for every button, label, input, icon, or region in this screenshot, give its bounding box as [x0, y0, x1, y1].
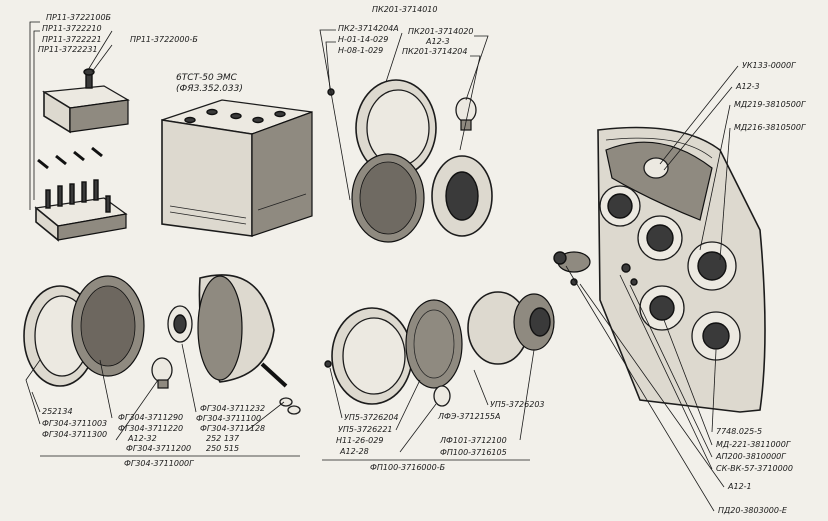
panel-label-t2: А12-3: [735, 82, 760, 91]
side-lamp-label-l3: Н-08-1-029: [338, 46, 383, 55]
fuse-label-1: ПР11-3722100Б: [46, 13, 112, 22]
panel-hood: [605, 141, 713, 221]
fuse-label-3: ПР11-3722221: [42, 35, 102, 44]
side-lamp-assembly: ПК201-3714010 ПК2-3714204А Н-01-14-029 Н…: [319, 5, 493, 243]
headlamp-label-r2: ФГ304-3711100: [196, 414, 261, 423]
panel-label-t3: МД219-3810500Г: [734, 100, 806, 109]
side-lamp-labels: ПК201-3714010 ПК2-3714204А Н-01-14-029 Н…: [338, 5, 473, 56]
panel-lamp: [643, 157, 669, 179]
side-lamp-assembly-label: ПК201-3714010: [372, 5, 437, 14]
headlamp-housing: [197, 274, 288, 388]
battery-spec: (ФЯЗ.352.033): [176, 84, 243, 94]
side-lamp-label-l2: Н-01-14-029: [338, 35, 388, 44]
side-lamp-label-r1: ПК201-3714020: [408, 27, 473, 36]
rear-lamp-label-r2: ЛФЭ-3712155А: [437, 412, 500, 421]
rear-lamp-label-l2: УП5-3726221: [338, 425, 393, 434]
rear-lamp-leaders: [322, 349, 535, 461]
panel-label-b6: ПД20-3803000-Е: [718, 506, 788, 515]
panel-label-t4: МД216-3810500Г: [734, 123, 806, 132]
rear-lamp-label-l1: УП5-3726204: [344, 413, 399, 422]
panel-labels: УК133-0000Г А12-3 МД219-3810500Г МД216-3…: [715, 61, 806, 515]
side-lamp-leaders: [319, 29, 489, 201]
fuse-block-labels: ПР11-3722100Б ПР11-3722210 ПР11-3722221 …: [38, 13, 198, 54]
headlamp-label-r4: 252 137: [206, 434, 240, 443]
rear-lamp-label-l4: А12-28: [339, 447, 369, 456]
fuse-label-4: ПР11-3722231: [38, 45, 98, 54]
rear-lamp-assembly-label: ФП100-3716000-Б: [370, 463, 446, 472]
headlamp-bulb: [151, 357, 173, 389]
side-lamp-rim: [355, 79, 437, 177]
headlamp-nut-2: [287, 405, 301, 415]
headlamp-label-l1: 252134: [42, 407, 73, 416]
gauge-1: [599, 185, 641, 227]
headlamp-label-m2: ФГ304-3711220: [118, 424, 183, 433]
fuse-block-assembly: ПР11-3722100Б ПР11-3722210 ПР11-3722221 …: [29, 13, 198, 242]
side-lamp-label-r2: А12-3: [425, 37, 450, 46]
headlamp-leaders: [25, 343, 300, 457]
headlamp-label-m3: А12-32: [127, 434, 157, 443]
side-lamp-housing: [431, 155, 493, 237]
rear-lamp-label-l3: Н11-26-029: [336, 436, 383, 445]
rear-lamp-housing: [467, 291, 555, 365]
panel-switch-1: [621, 263, 631, 273]
fuse-block-base: [34, 179, 128, 242]
rear-lamp-label-r3: ЛФ101-3712100: [439, 436, 507, 445]
battery-assembly: 6ТСТ-50 ЭМС (ФЯЗ.352.033): [161, 73, 313, 237]
battery-body: [161, 99, 313, 237]
gauge-2: [637, 215, 683, 261]
headlamp-label-r5: 250 515: [206, 444, 239, 453]
rear-lamp-label-r4: ФП100-3716105: [440, 448, 507, 457]
headlamp-label-l2: ФГ304-3711003: [42, 419, 107, 428]
ignition-switch: [553, 251, 591, 273]
fuse-label-2: ПР11-3722210: [42, 24, 102, 33]
rear-lamp-lens: [405, 299, 463, 389]
headlamp-label-r1: ФГ304-3711232: [200, 404, 265, 413]
rear-lamp-rim: [331, 307, 413, 405]
panel-label-b1: 7748.025-5: [716, 427, 762, 436]
rear-lamp-assembly: УП5-3726204 УП5-3726221 Н11-26-029 А12-2…: [322, 291, 555, 472]
headlamp-assembly-label: ФГ304-3711000Г: [124, 459, 194, 468]
gauge-5: [691, 311, 741, 361]
panel-label-b3: АП200-3810000Г: [715, 452, 786, 461]
headlamp-labels: 252134 ФГ304-3711003 ФГ304-3711300 ФГ304…: [42, 404, 265, 468]
headlamp-label-r3: ФГ304-3711128: [200, 424, 265, 433]
battery-labels: 6ТСТ-50 ЭМС (ФЯЗ.352.033): [176, 73, 243, 94]
panel-label-b2: МД-221-3811000Г: [716, 440, 791, 449]
side-lamp-bulb: [455, 97, 477, 131]
gauge-3: [687, 241, 737, 291]
side-lamp-lens: [351, 153, 425, 243]
fuse-leader-lines: [29, 21, 113, 210]
panel-label-b4: СК-ВК-57-3710000: [716, 464, 793, 473]
fuse-block-cover: [42, 68, 130, 134]
fuse-block-assembly-label: ПР11-3722000-Б: [130, 35, 198, 44]
rear-lamp-labels: УП5-3726204 УП5-3726221 Н11-26-029 А12-2…: [336, 400, 545, 472]
rear-lamp-screw: [324, 360, 332, 368]
panel-label-b5: А12-1: [727, 482, 752, 491]
headlamp-reflector: [167, 305, 193, 343]
battery-model: 6ТСТ-50 ЭМС: [176, 73, 238, 83]
panel-switch-2: [630, 278, 638, 286]
panel-label-t1: УК133-0000Г: [742, 61, 796, 70]
instrument-panel-assembly: УК133-0000Г А12-3 МД219-3810500Г МД216-3…: [553, 61, 806, 515]
headlamp-lens: [71, 275, 145, 377]
headlamp-nut-1: [279, 397, 293, 407]
gauge-4: [639, 285, 685, 331]
rear-lamp-label-r1: УП5-3726203: [490, 400, 545, 409]
headlamp-label-l3: ФГ304-3711300: [42, 430, 107, 439]
headlamp-label-m4: ФГ304-3711200: [126, 444, 191, 453]
headlamp-label-m1: ФГ304-3711290: [118, 413, 183, 422]
side-lamp-label-l1: ПК2-3714204А: [338, 24, 399, 33]
fuse-links: [37, 146, 103, 170]
side-lamp-label-r3: ПК201-3714204: [402, 47, 467, 56]
headlamp-assembly: 252134 ФГ304-3711003 ФГ304-3711300 ФГ304…: [23, 274, 301, 468]
panel-leaders: [565, 65, 739, 512]
rear-lamp-bulb: [433, 385, 451, 407]
